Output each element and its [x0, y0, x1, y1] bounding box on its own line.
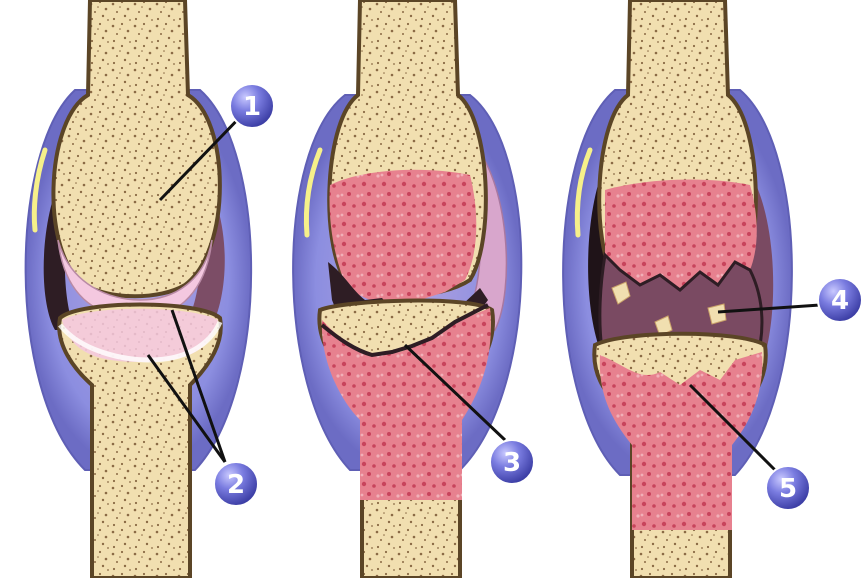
- callout-2: 2: [214, 462, 258, 506]
- callout-5: 5: [766, 466, 810, 510]
- callout-4: 4: [818, 278, 862, 322]
- callout-1: 1: [230, 84, 274, 128]
- svg-text:3: 3: [503, 448, 521, 478]
- panel-cartilage-erosion-joint: [293, 0, 521, 578]
- callout-3: 3: [490, 440, 534, 484]
- svg-text:5: 5: [779, 474, 797, 504]
- svg-text:2: 2: [227, 470, 245, 500]
- svg-text:1: 1: [243, 92, 261, 122]
- panel-bone-erosion-joint: [563, 0, 792, 578]
- upper-bone: [53, 0, 219, 296]
- svg-text:4: 4: [831, 286, 849, 316]
